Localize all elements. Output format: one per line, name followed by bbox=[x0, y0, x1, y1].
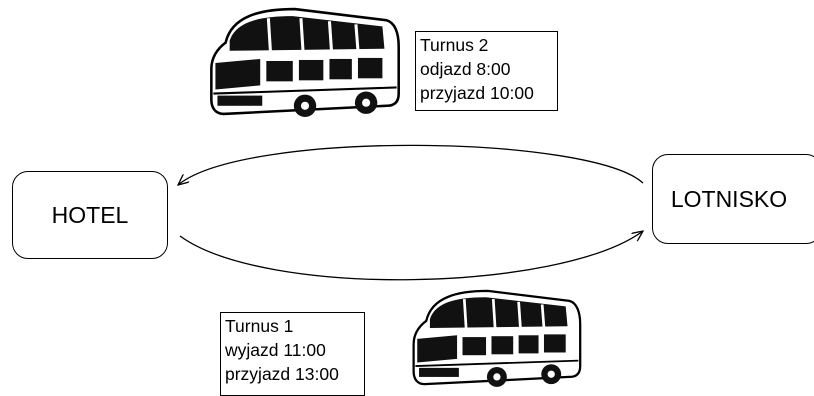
airport-node: LOTNISKO bbox=[652, 154, 814, 244]
turn-2-depart: odjazd 8:00 bbox=[420, 59, 511, 79]
hotel-label: HOTEL bbox=[51, 201, 129, 228]
turn-1-depart: wyjazd 11:00 bbox=[225, 340, 326, 360]
turn-2-info: Turnus 2 odjazd 8:00 przyjazd 10:00 bbox=[415, 31, 558, 111]
airport-label: LOTNISKO bbox=[670, 185, 788, 212]
arrow-to-hotel bbox=[178, 144, 644, 185]
bus-icon bbox=[210, 7, 400, 117]
turn-1-arrive: przyjazd 13:00 bbox=[225, 364, 339, 384]
turn-1-title: Turnus 1 bbox=[225, 316, 294, 336]
turn-2-arrive: przyjazd 10:00 bbox=[420, 83, 534, 103]
arrow-to-airport bbox=[179, 231, 643, 281]
turn-2-title: Turnus 2 bbox=[420, 35, 489, 55]
bus-icon bbox=[412, 289, 582, 387]
turn-1-info: Turnus 1 wyjazd 11:00 przyjazd 13:00 bbox=[220, 312, 365, 396]
hotel-node: HOTEL bbox=[12, 171, 168, 259]
